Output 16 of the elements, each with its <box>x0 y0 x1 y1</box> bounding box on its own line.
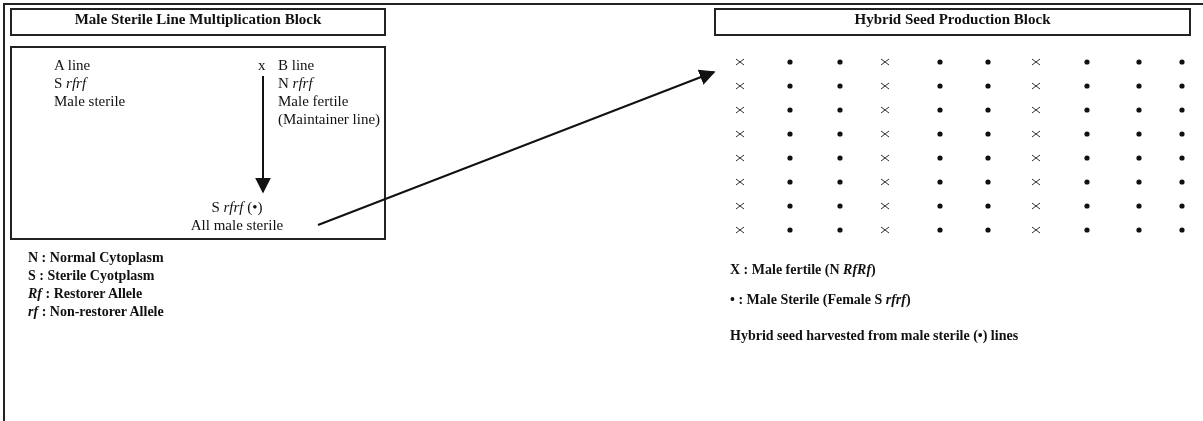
key-text: X : Male fertile (N RfRf) <box>730 262 876 278</box>
cross-sign: x <box>258 56 272 74</box>
block-heading: Hybrid Seed Production Block <box>714 8 1191 36</box>
key-text: • : Male Sterile (Female S rfrf) <box>730 292 911 308</box>
parent-line-text: B line N rfrf Male fertile (Maintainer line) <box>278 56 382 130</box>
key-text: Rf : Restorer Allele <box>28 286 143 302</box>
block-heading: Male Sterile Line Multiplication Block <box>10 8 386 36</box>
parent-line-text: A line S rfrf Male sterile <box>54 56 194 112</box>
key-text: rf : Non-restorer Allele <box>28 304 164 320</box>
note-text: Hybrid seed harvested from male sterile (•) lines <box>730 328 1019 344</box>
block-panel <box>10 46 386 240</box>
key-text: N : Normal Cytoplasm <box>28 250 164 266</box>
key-text: S : Sterile Cyotplasm <box>28 268 155 284</box>
arrow <box>255 75 271 194</box>
arrow <box>317 69 716 226</box>
offspring-text: S rfrf (•) All male sterile <box>162 198 312 236</box>
